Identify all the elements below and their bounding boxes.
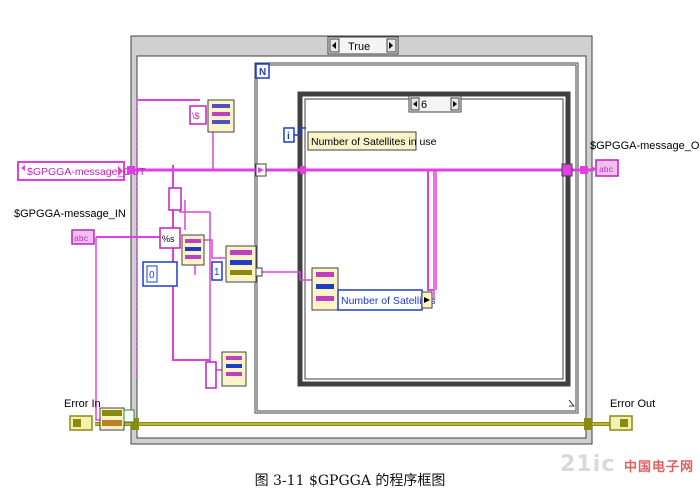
case-selector[interactable]: True bbox=[327, 36, 399, 55]
sequence-frame-label: 6 bbox=[421, 99, 427, 111]
error-cluster-bundle bbox=[99, 407, 135, 431]
indicator-satellites-in-use: Number of Satellites in use bbox=[307, 131, 437, 151]
error-in-control[interactable] bbox=[69, 415, 93, 431]
inner-scan-node bbox=[311, 267, 339, 311]
svg-text:\$: \$ bbox=[192, 111, 200, 121]
error-out-label: Error Out bbox=[610, 398, 656, 410]
svg-text:Number of Satellites: Number of Satellites bbox=[341, 295, 436, 307]
decimal-to-number-node bbox=[225, 245, 257, 283]
string-wires bbox=[95, 99, 594, 421]
svg-text:abc: abc bbox=[599, 166, 614, 175]
sequence-selector[interactable]: 6 bbox=[408, 95, 462, 113]
input-terminal-control[interactable]: abc bbox=[71, 229, 95, 245]
loop-count-terminal: N bbox=[259, 67, 266, 78]
tunnels bbox=[127, 163, 592, 430]
match-pattern-node bbox=[207, 99, 235, 133]
left-output-indicator: $GPGGA-message_OUT bbox=[17, 161, 146, 181]
svg-text:$GPGGA-message_OUT: $GPGGA-message_OUT bbox=[27, 166, 146, 178]
search-split-node bbox=[205, 351, 247, 389]
output-terminal-label: $GPGGA-message_OUT bbox=[590, 140, 700, 152]
svg-text:abc: abc bbox=[74, 235, 89, 244]
watermark-logo: 21ic 中国电子网 bbox=[560, 452, 694, 477]
error-out-indicator bbox=[609, 415, 633, 431]
scan-from-string-node bbox=[181, 234, 205, 266]
svg-text:%s: %s bbox=[162, 234, 175, 244]
case-selector-label: True bbox=[348, 41, 370, 53]
svg-text:Number of Satellites in use: Number of Satellites in use bbox=[311, 136, 437, 148]
string-constant-dollar: \$ bbox=[189, 105, 207, 125]
watermark-sub: 中国电子网 bbox=[623, 460, 694, 475]
numeric-constant-one: 1 bbox=[211, 261, 223, 281]
svg-text:0: 0 bbox=[149, 270, 155, 281]
figure-caption: 图 3-11 $GPGGA 的程序框图 bbox=[254, 473, 446, 489]
output-terminal-indicator: abc bbox=[592, 159, 619, 177]
format-string-constant: %s bbox=[159, 227, 181, 249]
watermark-text: 21ic bbox=[560, 452, 616, 477]
error-in-label: Error In bbox=[64, 398, 101, 410]
string-subset-node bbox=[168, 187, 182, 211]
svg-text:1: 1 bbox=[214, 267, 220, 278]
iteration-terminal: i bbox=[283, 127, 306, 143]
numeric-constant-zero: 0 bbox=[142, 261, 178, 287]
input-terminal-label: $GPGGA-message_IN bbox=[14, 208, 126, 220]
indicator-satellites: Number of Satellites bbox=[337, 289, 436, 311]
svg-text:i: i bbox=[287, 131, 290, 142]
for-loop: N bbox=[254, 62, 579, 414]
